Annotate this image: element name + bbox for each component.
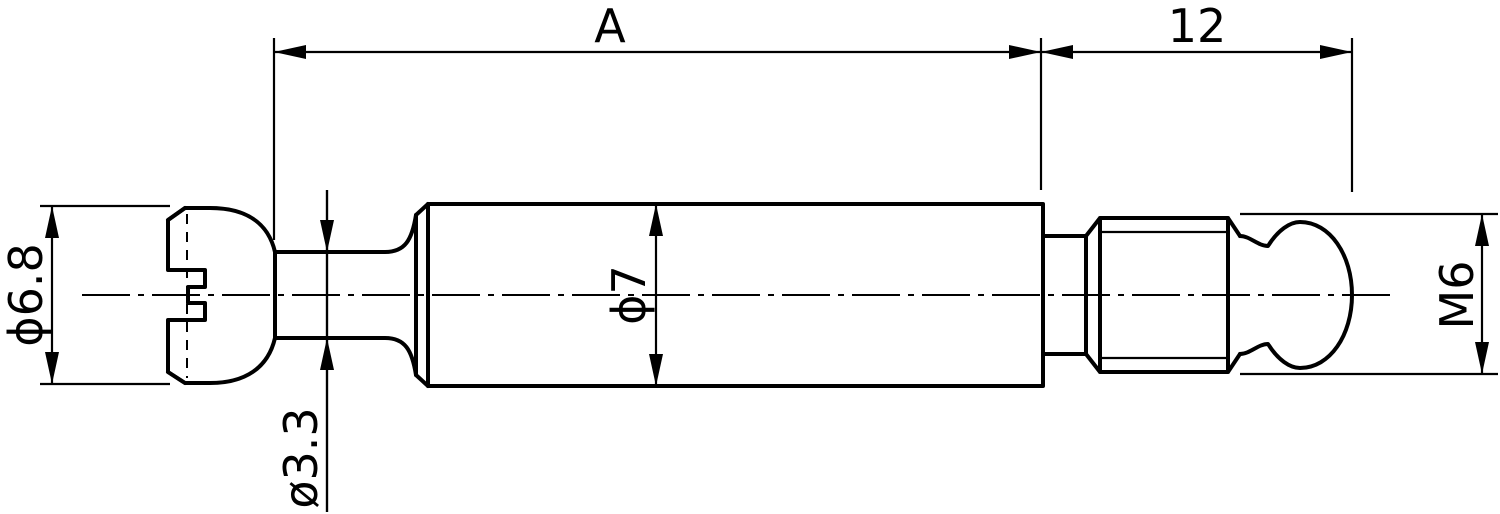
extension-lines [40,38,1498,512]
shaft-step [1041,234,1088,356]
dim-neck-arrow-bottom [320,338,334,370]
dim-label-body-diameter: ϕ7 [602,265,656,325]
dim-a-arrow-left [274,45,306,59]
dim-12-arrow-right [1320,45,1352,59]
dim-thread-arrow-bottom [1475,342,1489,374]
thread [1084,216,1242,374]
dim-body-arrow-top [649,204,663,236]
dim-label-a: A [594,0,626,53]
head-slot [166,206,187,385]
dim-head-arrow-bottom [45,352,59,384]
dim-12-arrow-left [1041,45,1073,59]
ball-tip [1238,220,1354,370]
dim-neck-arrow-top [320,220,334,252]
body [426,202,1045,388]
dim-head-arrow-top [45,206,59,238]
dim-label-head-diameter: ϕ6.8 [0,243,53,347]
dim-label-12: 12 [1168,0,1227,53]
dim-a-arrow-right [1009,45,1041,59]
bolt-head [166,206,277,385]
dim-body-arrow-bottom [649,354,663,386]
dim-label-thread-size: M6 [1430,261,1484,330]
dim-label-neck-diameter: ø3.3 [274,407,328,508]
thread-minor-line [1100,230,1228,360]
dim-thread-arrow-top [1475,214,1489,246]
